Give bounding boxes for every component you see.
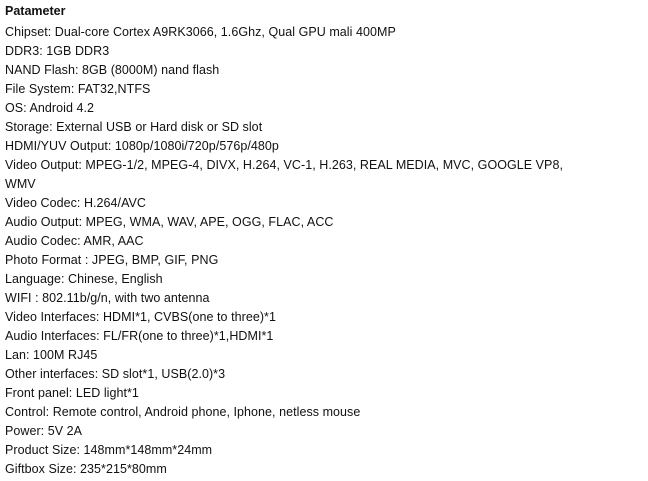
spec-line-audio-codec: Audio Codec: AMR, AAC [5,234,144,248]
spec-line-power: Power: 5V 2A [5,424,83,438]
spec-line-language: Language: Chinese, English [5,272,163,286]
spec-line-video-codec: Video Codec: H.264/AVC [5,196,146,210]
spec-line-os: OS: Android 4.2 [5,101,95,115]
spec-line-ddr3: DDR3: 1GB DDR3 [5,44,110,58]
spec-list: Chipset: Dual-core Cortex A9RK3066, 1.6G… [5,23,640,479]
spec-line-front-panel: Front panel: LED light*1 [5,386,139,400]
spec-line-video-output-cont: WMV [5,177,36,191]
spec-line-storage: Storage: External USB or Hard disk or SD… [5,120,263,134]
spec-line-file-system: File System: FAT32,NTFS [5,82,151,96]
spec-line-lan: Lan: 100M RJ45 [5,348,98,362]
spec-line-chipset: Chipset: Dual-core Cortex A9RK3066, 1.6G… [5,25,396,39]
spec-line-audio-interfaces: Audio Interfaces: FL/FR(one to three)*1,… [5,329,274,343]
spec-line-control: Control: Remote control, Android phone, … [5,405,361,419]
spec-line-giftbox-size: Giftbox Size: 235*215*80mm [5,462,167,476]
spec-line-photo-format: Photo Format : JPEG, BMP, GIF, PNG [5,253,219,267]
spec-line-hdmi-yuv-output: HDMI/YUV Output: 1080p/1080i/720p/576p/4… [5,139,279,153]
spec-line-nand-flash: NAND Flash: 8GB (8000M) nand flash [5,63,220,77]
spec-line-other-interfaces: Other interfaces: SD slot*1, USB(2.0)*3 [5,367,226,381]
spec-line-wifi: WIFI : 802.11b/g/n, with two antenna [5,291,210,305]
spec-line-audio-output: Audio Output: MPEG, WMA, WAV, APE, OGG, … [5,215,334,229]
spec-line-product-size: Product Size: 148mm*148mm*24mm [5,443,213,457]
spec-title: Patameter [5,4,66,18]
spec-line-video-output: Video Output: MPEG-1/2, MPEG-4, DIVX, H.… [5,158,563,172]
spec-line-video-interfaces: Video Interfaces: HDMI*1, CVBS(one to th… [5,310,276,324]
